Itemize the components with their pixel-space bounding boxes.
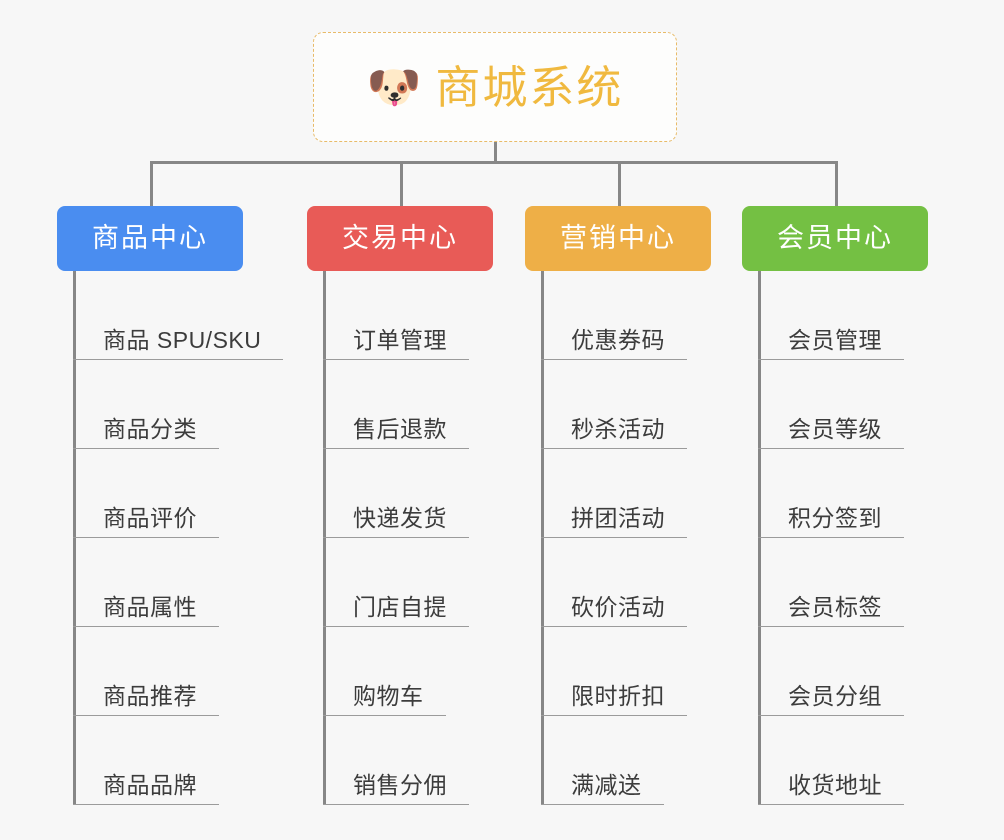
connector-root-stem [494,142,497,163]
list-item[interactable]: 会员等级 [758,360,928,449]
column-header-member-center[interactable]: 会员中心 [742,206,928,271]
column-member-center: 会员中心 会员管理 会员等级 积分签到 会员标签 会员分组 收货地址 [742,206,928,805]
list-item[interactable]: 订单管理 [323,271,493,360]
list-item-label: 商品推荐 [103,683,197,709]
root-node[interactable]: 🐶 商城系统 [313,32,677,142]
list-item[interactable]: 商品 SPU/SKU [73,271,284,360]
connector-horizontal-bus [150,161,838,164]
list-item-label: 销售分佣 [353,772,447,798]
list-item-label: 秒杀活动 [571,416,665,442]
list-item-label: 收货地址 [788,772,882,798]
list-item-label: 限时折扣 [571,683,665,709]
leaf-list-member-center: 会员管理 会员等级 积分签到 会员标签 会员分组 收货地址 [742,271,928,805]
leaf-list-product-center: 商品 SPU/SKU 商品分类 商品评价 商品属性 商品推荐 商品品牌 [57,271,284,805]
list-item-label: 商品品牌 [103,772,197,798]
column-header-trade-center[interactable]: 交易中心 [307,206,493,271]
column-spine [758,271,761,805]
column-trade-center: 交易中心 订单管理 售后退款 快递发货 门店自提 购物车 销售分佣 [307,206,493,805]
list-item[interactable]: 购物车 [323,627,493,716]
connector-drop-2 [400,161,403,206]
list-item[interactable]: 商品分类 [73,360,243,449]
list-item[interactable]: 售后退款 [323,360,493,449]
list-item[interactable]: 积分签到 [758,449,928,538]
list-item[interactable]: 会员标签 [758,538,928,627]
list-item-label: 积分签到 [788,505,882,531]
column-spine [323,271,326,805]
connector-drop-4 [835,161,838,206]
column-header-product-center[interactable]: 商品中心 [57,206,243,271]
list-item-label: 商品评价 [103,505,197,531]
list-item[interactable]: 限时折扣 [541,627,711,716]
column-spine [73,271,76,805]
list-item[interactable]: 会员分组 [758,627,928,716]
list-item[interactable]: 优惠券码 [541,271,711,360]
connector-drop-3 [618,161,621,206]
list-item-label: 优惠券码 [571,327,665,353]
list-item-label: 商品分类 [103,416,197,442]
connector-drop-1 [150,161,153,206]
leaf-list-trade-center: 订单管理 售后退款 快递发货 门店自提 购物车 销售分佣 [307,271,493,805]
list-item-label: 会员标签 [788,594,882,620]
list-item-label: 会员等级 [788,416,882,442]
list-item[interactable]: 秒杀活动 [541,360,711,449]
list-item-label: 门店自提 [353,594,447,620]
list-item[interactable]: 商品评价 [73,449,243,538]
list-item-label: 砍价活动 [571,594,665,620]
shiba-dog-face-icon: 🐶 [366,63,422,112]
list-item-label: 售后退款 [353,416,447,442]
leaf-list-marketing-center: 优惠券码 秒杀活动 拼团活动 砍价活动 限时折扣 满减送 [525,271,711,805]
list-item-label: 订单管理 [353,327,447,353]
list-item[interactable]: 门店自提 [323,538,493,627]
list-item[interactable]: 满减送 [541,716,711,805]
list-item[interactable]: 会员管理 [758,271,928,360]
list-item-label: 快递发货 [353,505,447,531]
root-title: 商城系统 [435,61,624,113]
list-item-label: 满减送 [571,772,642,798]
list-item[interactable]: 快递发货 [323,449,493,538]
list-item-label: 会员分组 [788,683,882,709]
list-item-label: 拼团活动 [571,505,665,531]
list-item-label: 会员管理 [788,327,882,353]
column-product-center: 商品中心 商品 SPU/SKU 商品分类 商品评价 商品属性 商品推荐 商品品牌 [57,206,284,805]
column-spine [541,271,544,805]
list-item[interactable]: 商品推荐 [73,627,243,716]
list-item-label: 商品属性 [103,594,197,620]
list-item[interactable]: 商品品牌 [73,716,243,805]
list-item[interactable]: 销售分佣 [323,716,493,805]
list-item[interactable]: 收货地址 [758,716,928,805]
list-item[interactable]: 砍价活动 [541,538,711,627]
column-marketing-center: 营销中心 优惠券码 秒杀活动 拼团活动 砍价活动 限时折扣 满减送 [525,206,711,805]
list-item-label: 购物车 [353,683,424,709]
list-item[interactable]: 商品属性 [73,538,243,627]
column-header-marketing-center[interactable]: 营销中心 [525,206,711,271]
list-item[interactable]: 拼团活动 [541,449,711,538]
list-item-label: 商品 SPU/SKU [103,327,262,353]
